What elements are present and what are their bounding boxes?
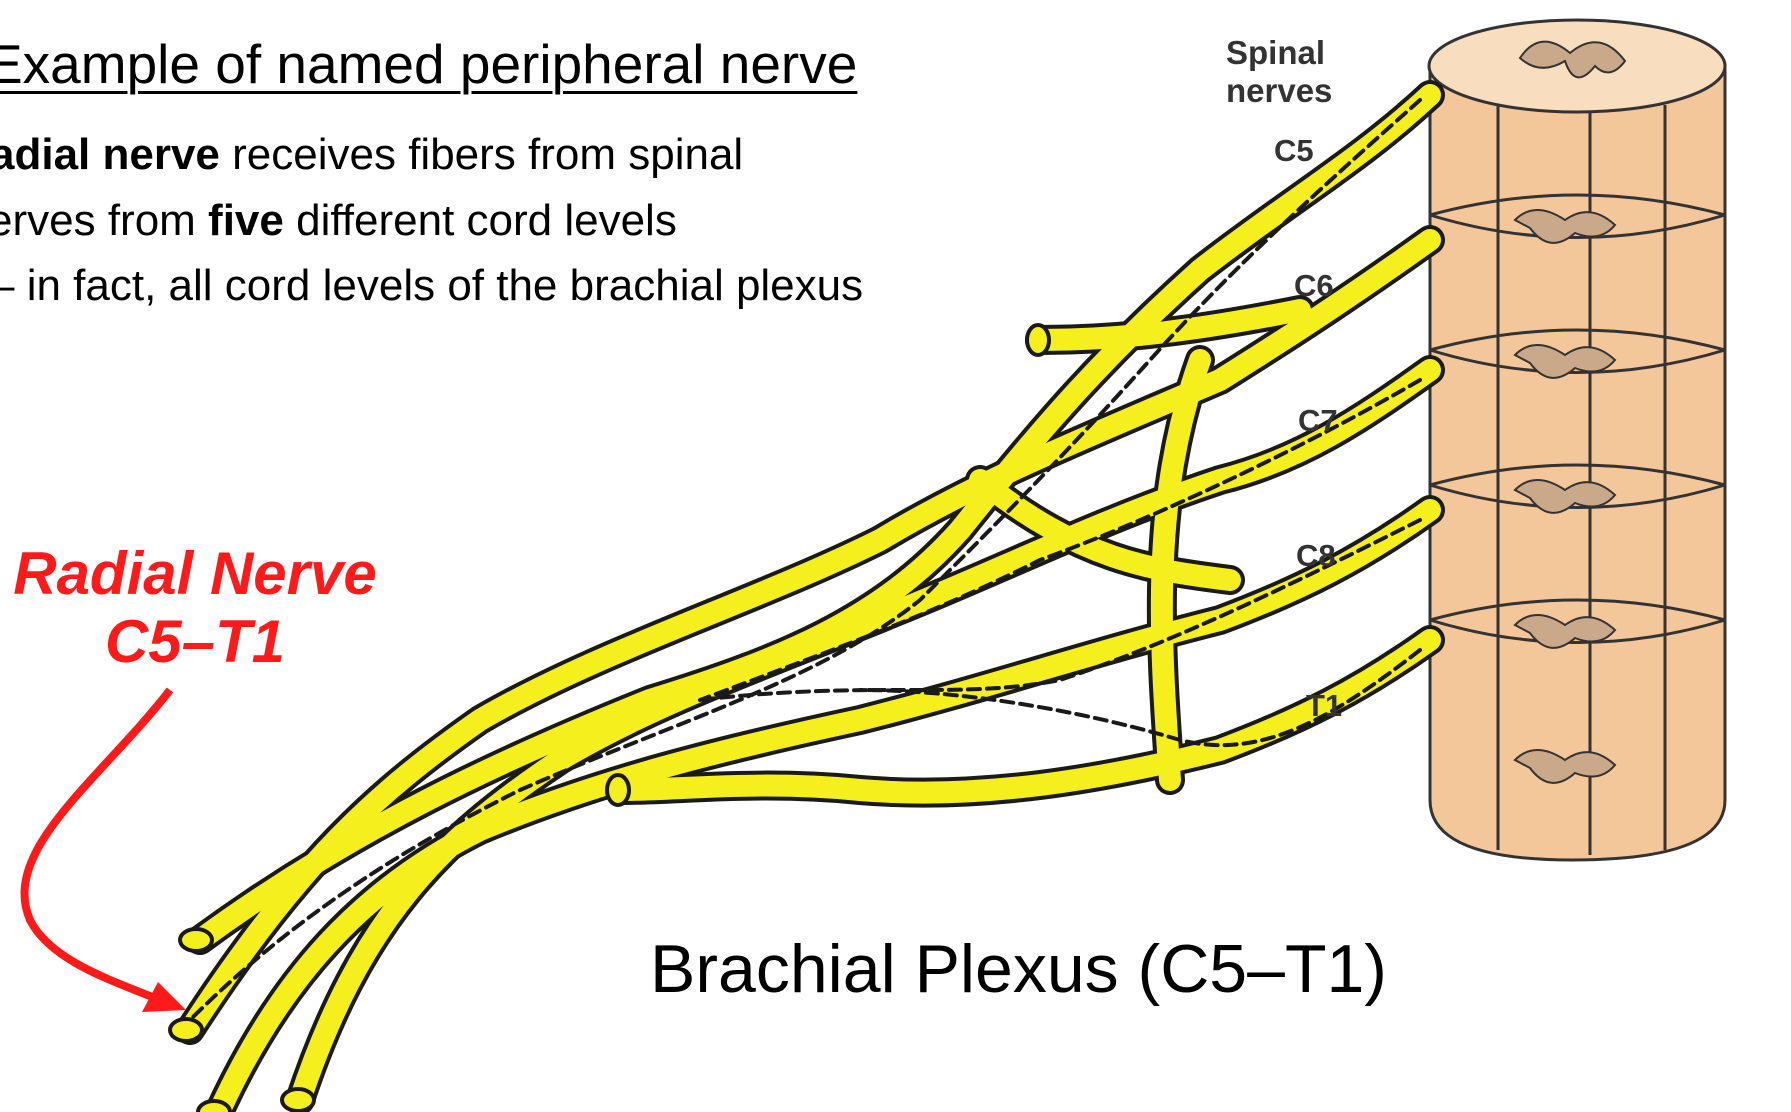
level-c7-label: C7	[1298, 403, 1338, 439]
level-c8-label: C8	[1296, 538, 1336, 574]
level-c6-label: C6	[1294, 268, 1334, 304]
radial-nerve-callout-title: Radial Nerve	[0, 540, 390, 608]
spinal-nerves-label: Spinal nerves	[1226, 34, 1332, 110]
radial-nerve-arrow	[25, 690, 186, 1012]
spinal-cord	[1429, 20, 1725, 860]
spinal-nerves-label-line2: nerves	[1226, 72, 1332, 110]
radial-nerve-callout: Radial Nerve C5–T1	[0, 540, 390, 676]
radial-nerve-callout-levels: C5–T1	[0, 608, 390, 676]
level-t1-label: T1	[1306, 688, 1342, 724]
brachial-plexus-caption: Brachial Plexus (C5–T1)	[650, 930, 1387, 1008]
spinal-nerves-label-line1: Spinal	[1226, 34, 1332, 72]
level-c5-label: C5	[1274, 133, 1314, 169]
